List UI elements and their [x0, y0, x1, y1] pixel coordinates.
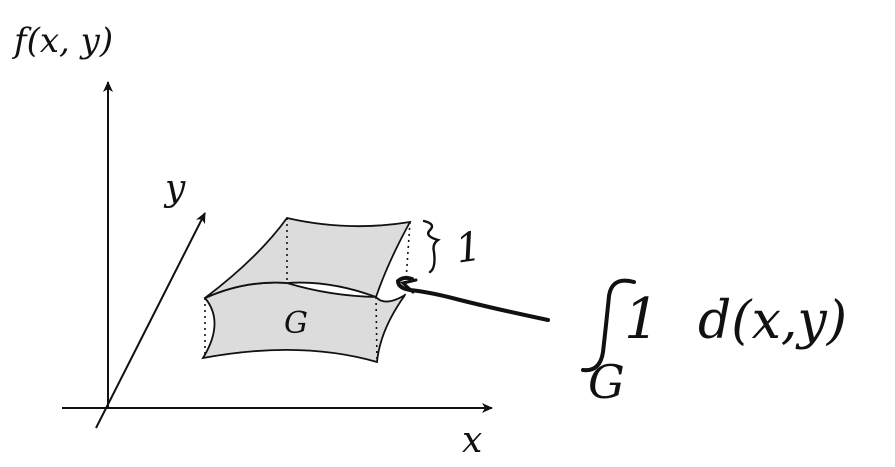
handwritten-arrow-head	[399, 278, 418, 294]
y-axis-label: y	[163, 168, 186, 209]
vertical-axis-label: f(x, y)	[11, 21, 113, 61]
height-value: 1	[453, 224, 485, 273]
x-axis-label: x	[462, 420, 482, 461]
region-label: G	[284, 306, 308, 341]
integral-integrand: 1	[624, 287, 660, 352]
y-axis	[95, 212, 206, 429]
vertical-edge	[375, 296, 378, 363]
surface-top	[204, 216, 412, 299]
handwritten-arrow	[395, 275, 550, 322]
integral-sign-icon	[581, 278, 636, 373]
integral-differential: d(x,y)	[698, 291, 847, 351]
height-brace	[422, 219, 441, 274]
integral-subscript: G	[588, 355, 625, 409]
